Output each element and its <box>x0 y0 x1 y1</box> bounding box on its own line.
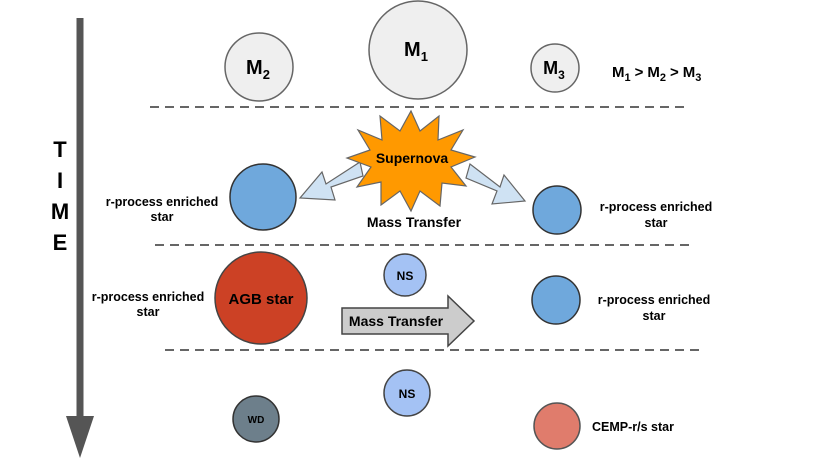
enriched-star-stage3-label-1: r-process enriched <box>598 293 711 307</box>
mass-relation: M1>M2>M3 <box>612 64 701 84</box>
star-m2-label: M2 <box>246 57 270 82</box>
time-axis: T I M E <box>51 18 94 458</box>
white-dwarf-label: WD <box>248 415 265 426</box>
stage-3: AGB star r-process enriched star NS Mass… <box>92 251 711 348</box>
star-m3 <box>530 43 580 93</box>
mass-transfer-arrow <box>341 294 476 348</box>
stage-1: M2 M1 M3 M1>M2>M3 <box>224 0 701 102</box>
enriched-star-left-label-1: r-process enriched <box>106 195 219 209</box>
cemp-star <box>533 402 581 450</box>
star-m2 <box>224 32 294 102</box>
enriched-star-left-label-2: star <box>151 210 174 224</box>
mass-transfer-label-stage3: Mass Transfer <box>349 313 444 329</box>
cemp-star-label: CEMP-r/s star <box>592 420 674 434</box>
neutron-star-stage3 <box>383 253 427 297</box>
star-m1 <box>368 0 468 100</box>
enriched-star-stage3-label-2: star <box>643 309 666 323</box>
neutron-star-stage4 <box>383 369 431 417</box>
star-m3-label: M3 <box>543 58 565 82</box>
stage-2: Supernova r-process enriched star r-proc… <box>106 109 713 235</box>
time-arrow-head <box>66 416 94 458</box>
star-m1-label: M1 <box>404 39 428 64</box>
supernova-burst <box>345 109 477 213</box>
stage-4: WD NS CEMP-r/s star <box>232 369 674 450</box>
neutron-star-stage4-label: NS <box>399 387 416 401</box>
time-letter-i: I <box>57 168 63 193</box>
time-letter-e: E <box>53 230 68 255</box>
enriched-star-left <box>229 163 297 231</box>
white-dwarf <box>232 395 280 443</box>
neutron-star-stage3-label: NS <box>397 269 414 283</box>
agb-star-label: AGB star <box>228 291 293 308</box>
time-letter-m: M <box>51 199 69 224</box>
enriched-star-right-label-2: star <box>645 216 668 230</box>
mass-transfer-label-stage2: Mass Transfer <box>367 214 462 230</box>
time-letter-t: T <box>53 137 67 162</box>
transfer-arrow-right <box>465 162 527 205</box>
enriched-star-stage3 <box>531 275 581 325</box>
enriched-star-right <box>532 185 582 235</box>
agb-enriched-label-2: star <box>137 305 160 319</box>
transfer-arrow-left <box>298 161 364 201</box>
agb-star <box>214 251 308 345</box>
supernova-label: Supernova <box>376 150 449 166</box>
agb-enriched-label-1: r-process enriched <box>92 290 205 304</box>
enriched-star-right-label-1: r-process enriched <box>600 200 713 214</box>
